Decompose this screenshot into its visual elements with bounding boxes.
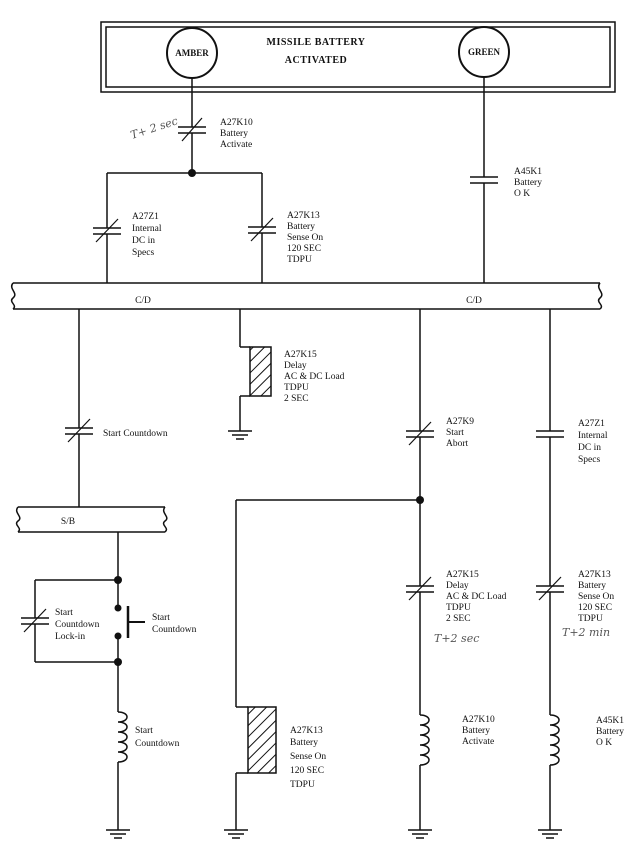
a27k15-contact-lower-label: A27K15 Delay AC & DC Load TDPU 2 SEC	[446, 570, 509, 624]
a27k13-contact-upper	[248, 217, 276, 242]
sb-bus-label: S/B	[61, 517, 75, 527]
a27k10-coil-label: A27K10 Battery Activate	[462, 715, 497, 747]
amber-lamp-label: AMBER	[175, 48, 209, 58]
panel-title-line2: ACTIVATED	[285, 55, 347, 66]
rung-a27k15-coil	[239, 309, 272, 431]
start-countdown-coil	[117, 711, 128, 830]
a27k10-contact-label: A27K10 Battery Activate	[220, 118, 255, 150]
start-countdown-lockin-contact	[21, 608, 49, 633]
rung-start-countdown	[65, 309, 93, 507]
a27z1-contact-upper-label: A27Z1 Internal DC in Specs	[132, 212, 164, 258]
a27k15-contact-lower	[406, 576, 434, 601]
start-countdown-contact-label: Start Countdown	[103, 429, 168, 439]
a27k13-delay-coil	[247, 706, 277, 774]
a27k10-contact	[178, 117, 206, 142]
a45k1-contact	[470, 176, 498, 184]
a27k13-contact-lower-label: A27K13 Battery Sense On 120 SEC TDPU	[578, 570, 617, 624]
a27z1-contact-upper	[93, 218, 121, 243]
a27k9-start-abort-contact	[406, 421, 434, 446]
a27k9-contact-label: A27K9 Start Abort	[446, 417, 476, 449]
pushbutton-label: Start Countdown	[152, 613, 197, 635]
ground-symbol	[224, 829, 248, 839]
a27k15-delay-coil	[249, 346, 272, 397]
cd-bus-label-right: C/D	[466, 296, 482, 306]
sb-bus	[15, 506, 168, 533]
start-circuit	[34, 532, 122, 712]
handwritten-t2sec-lower: T+2 sec	[434, 632, 479, 645]
ground-symbol	[228, 430, 252, 440]
ground-symbol	[408, 829, 432, 839]
handwritten-t2min: T+2 min	[562, 626, 610, 639]
a27k13-delay-coil-group	[235, 706, 277, 830]
missile-battery-panel: MISSILE BATTERY ACTIVATED AMBER GREEN	[100, 21, 616, 93]
a27k13-contact-upper-label: A27K13 Battery Sense On 120 SEC TDPU	[287, 211, 326, 265]
cd-bus	[10, 282, 603, 310]
a27k13-contact-lower	[536, 576, 564, 601]
cd-bus-label-left: C/D	[135, 296, 151, 306]
start-countdown-coil-label: Start Countdown	[135, 726, 180, 749]
a45k1-battery-ok-coil	[549, 714, 560, 830]
a27k13-coil-label: A27K13 Battery Sense On 120 SEC TDPU	[290, 726, 329, 790]
a27z1-contact-lower-label: A27Z1 Internal DC in Specs	[578, 419, 610, 465]
panel-title-line1: MISSILE BATTERY	[267, 37, 366, 48]
a27z1-contact-lower	[536, 430, 564, 438]
rung-start-abort	[235, 309, 424, 715]
ground-symbol	[538, 829, 562, 839]
upper-wiring	[106, 77, 485, 283]
a27k10-battery-activate-coil	[419, 714, 430, 830]
green-lamp-label: GREEN	[468, 47, 501, 57]
ground-symbol	[106, 829, 130, 839]
handwritten-t2sec-upper: T+ 2 sec	[129, 114, 180, 141]
junction-dot	[188, 169, 196, 177]
lockin-contact-label: Start Countdown Lock-in	[55, 608, 102, 642]
a45k1-coil-label: A45K1 Battery O K	[596, 716, 626, 748]
a45k1-contact-label: A45K1 Battery O K	[514, 167, 544, 199]
a27k15-coil-label: A27K15 Delay AC & DC Load TDPU 2 SEC	[284, 350, 347, 404]
start-countdown-pushbutton	[126, 606, 145, 638]
